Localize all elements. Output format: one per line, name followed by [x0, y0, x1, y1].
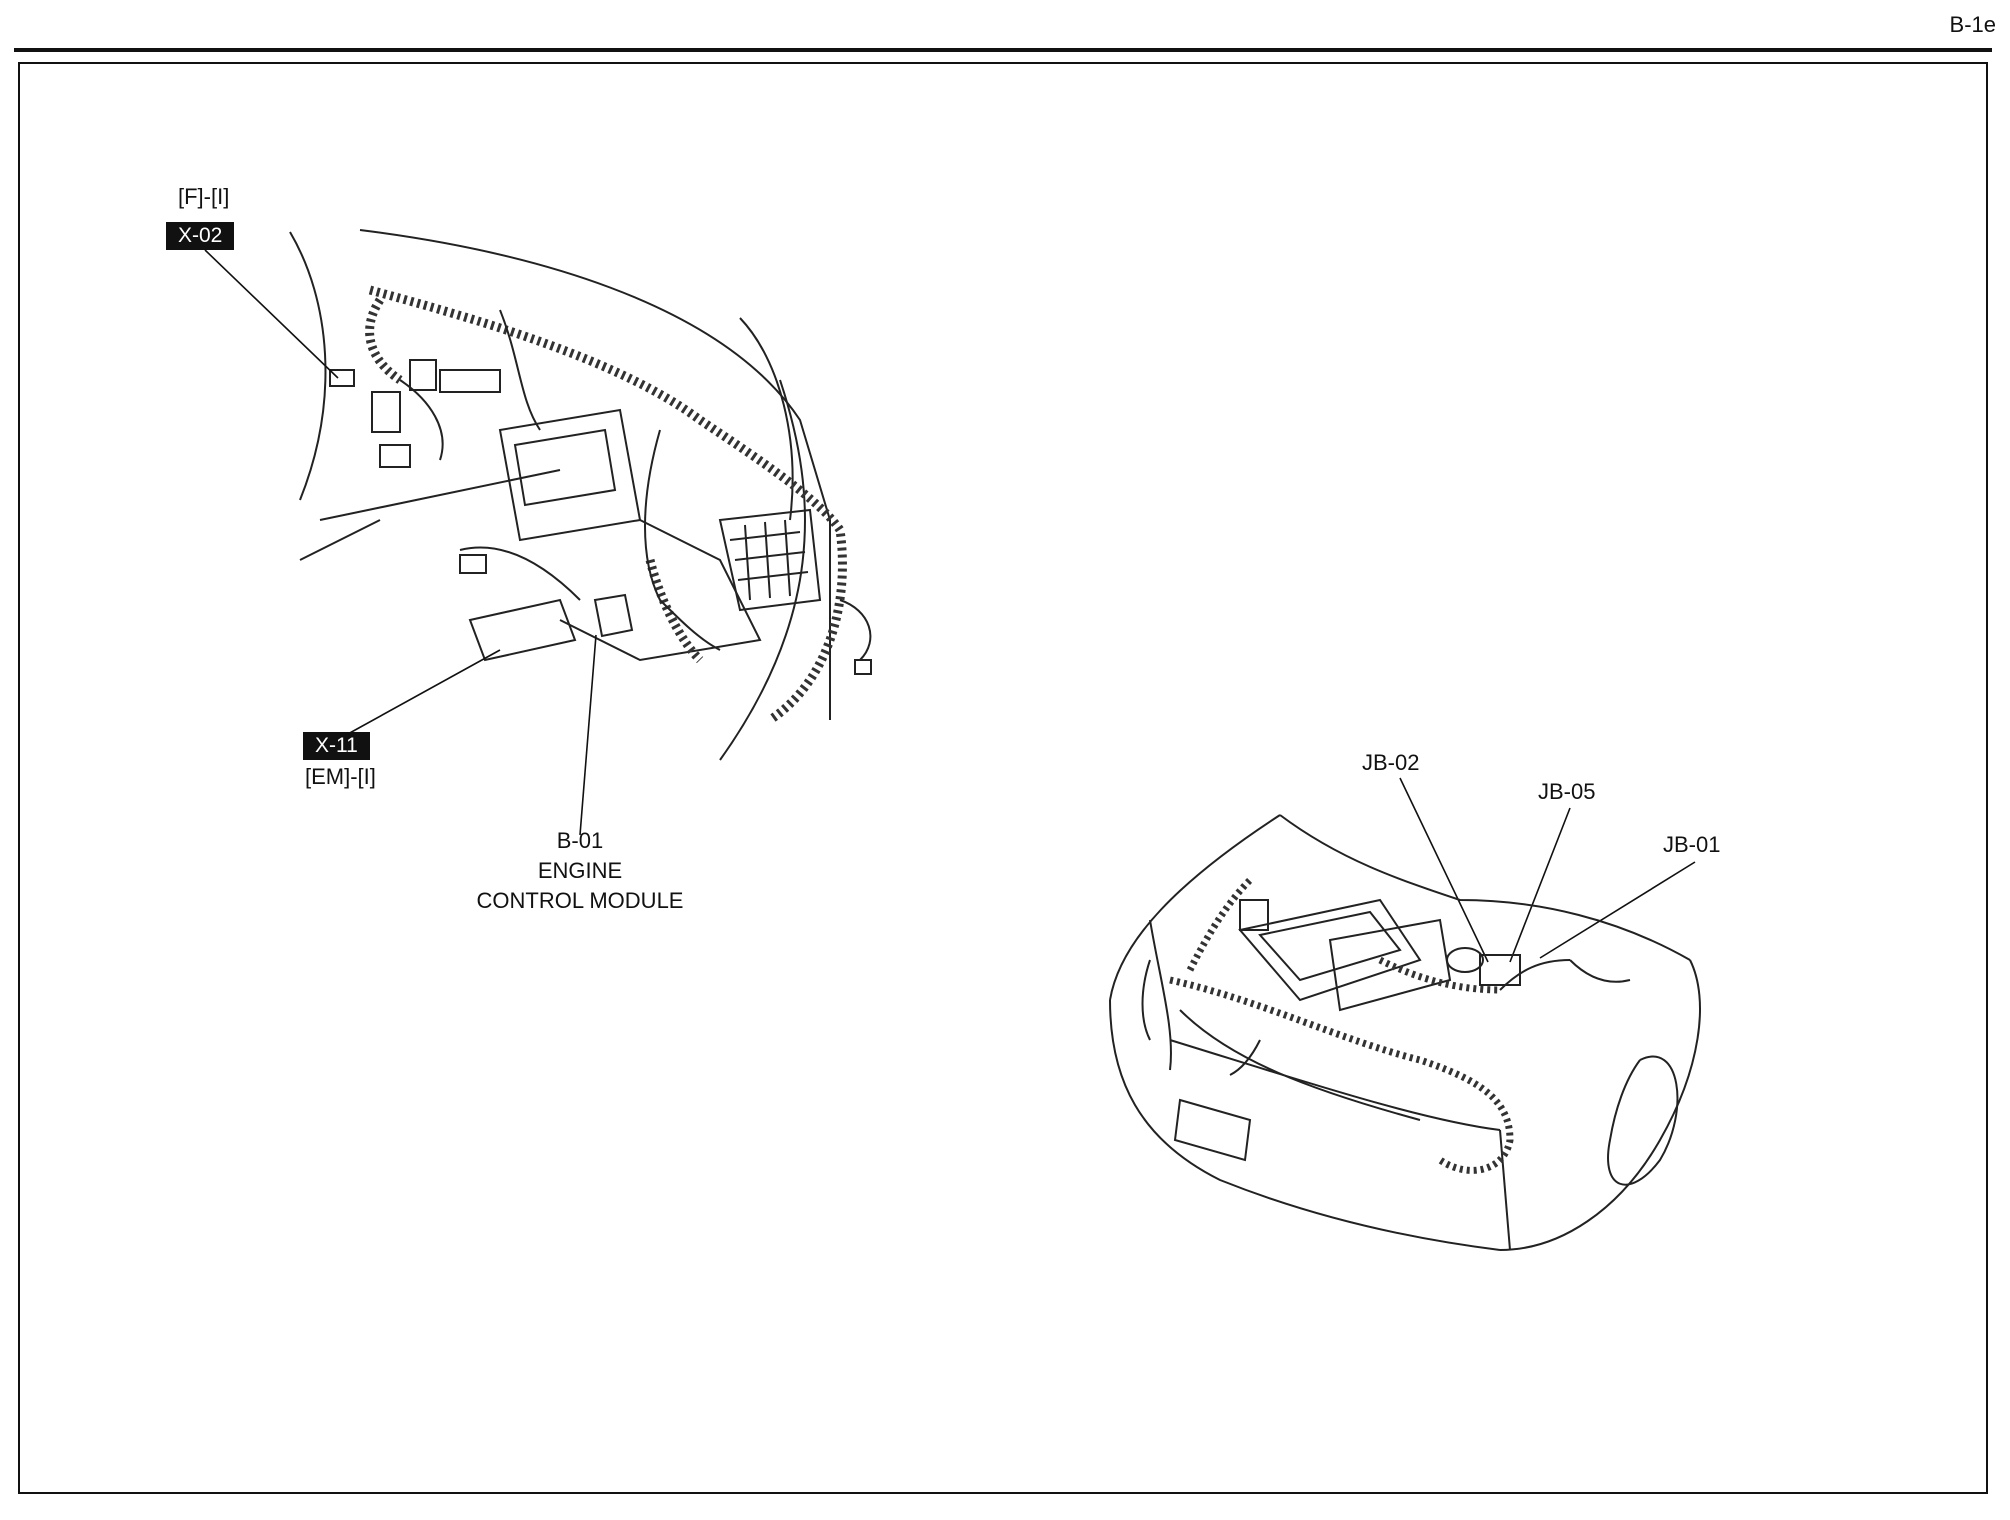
x02-ref-label: [F]-[I] — [178, 184, 230, 209]
diagram-frame — [18, 62, 1988, 1494]
engine-bay-drawing — [1109, 814, 1701, 1251]
x11-connector-tag: X-11 — [303, 732, 370, 760]
b01-code-label: B-01 — [556, 828, 604, 853]
jb05-label: JB-05 — [1538, 779, 1596, 804]
jb01-label: JB-01 — [1663, 832, 1721, 857]
interior-harness-drawing — [289, 229, 872, 761]
header-rule — [14, 48, 1992, 52]
x02-connector-tag: X-02 — [166, 222, 235, 250]
b01-name-line1: ENGINE — [537, 858, 623, 883]
jb02-label: JB-02 — [1362, 750, 1420, 775]
leader-lines — [204, 249, 1696, 963]
engine-bay-branches — [1141, 954, 1631, 1076]
x11-ref-label: [EM]-[I] — [305, 764, 376, 789]
b01-name-line2: CONTROL MODULE — [476, 888, 684, 913]
interior-harness-trunk — [365, 285, 847, 724]
interior-harness-branches — [399, 309, 872, 661]
page-code: B-1e — [1949, 12, 1996, 37]
engine-bay-harness — [1169, 877, 1514, 1174]
